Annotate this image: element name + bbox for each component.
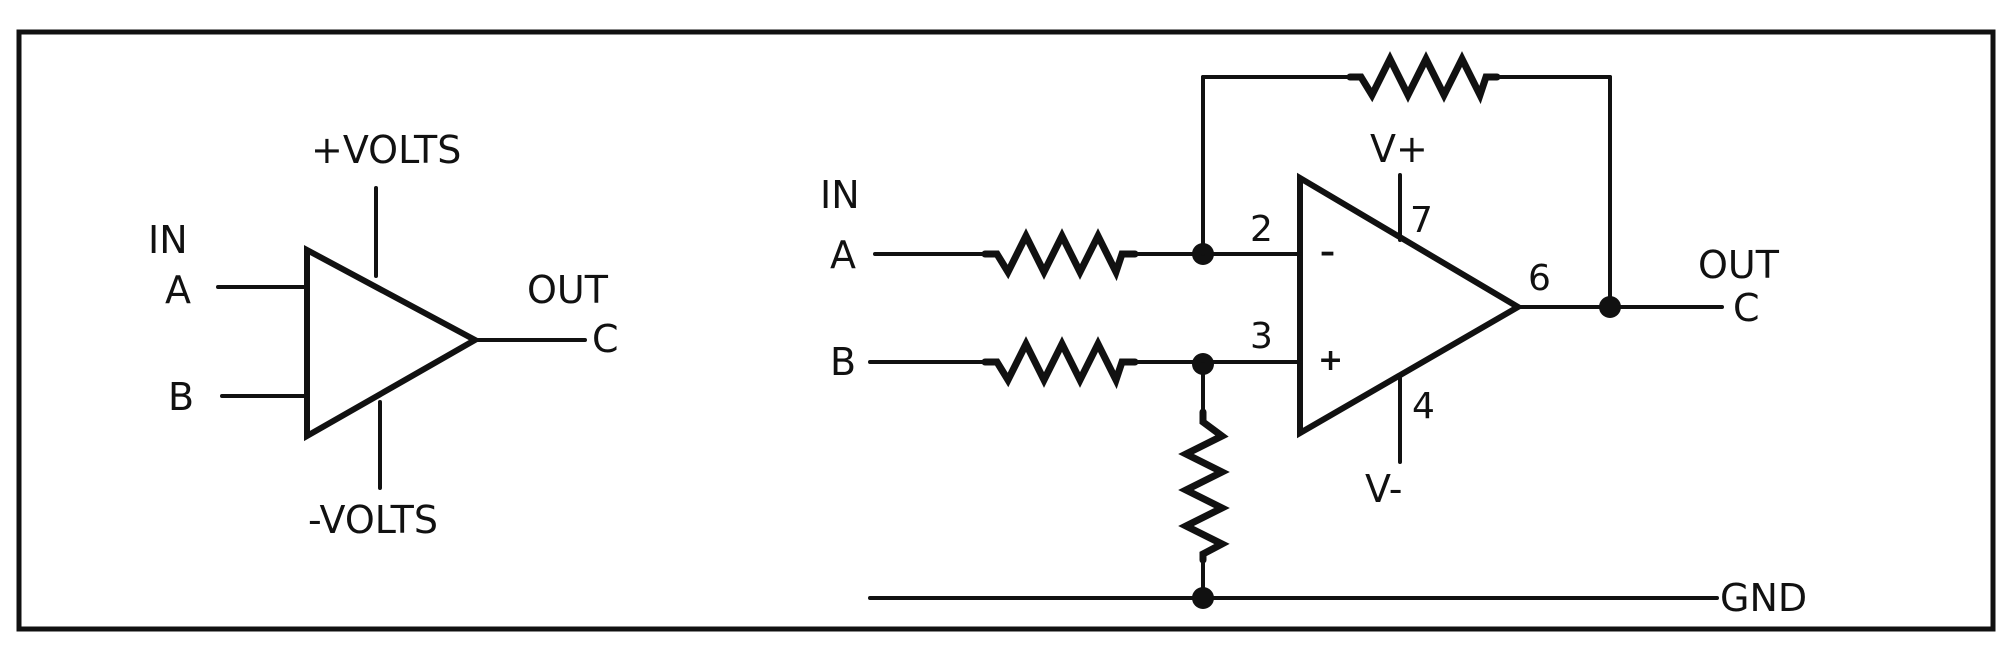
circuit-input-a-label: A	[830, 233, 856, 277]
simple-in-label: IN	[148, 218, 188, 262]
simple-pos-supply-label: +VOLTS	[311, 128, 461, 172]
vminus-label: V-	[1365, 467, 1402, 511]
output-node	[1599, 296, 1621, 318]
circuit-output-c-label: C	[1733, 286, 1760, 330]
opamp-circuit: IN A B 2 3 – + V+ 7 4 V- 6 OUT C GND	[820, 51, 1807, 620]
simple-out-label: OUT	[527, 268, 609, 312]
noninverting-sign: +	[1318, 343, 1343, 378]
simple-opamp-symbol: IN A B +VOLTS -VOLTS OUT C	[148, 128, 619, 542]
diagram-frame	[16, 29, 1996, 632]
simple-opamp-triangle	[304, 244, 482, 442]
simple-neg-supply-label: -VOLTS	[308, 498, 438, 542]
simple-input-b-label: B	[168, 375, 194, 419]
pin-vplus-label: 7	[1410, 200, 1433, 241]
inverting-sign: –	[1320, 235, 1335, 270]
pin-inverting-label: 2	[1250, 209, 1273, 250]
circuit-in-label: IN	[820, 173, 860, 217]
ground-resistor	[1178, 408, 1230, 564]
circuit-out-label: OUT	[1698, 243, 1780, 287]
pin-noninverting-label: 3	[1250, 316, 1273, 357]
pin-output-label: 6	[1528, 258, 1551, 299]
pin-vminus-label: 4	[1412, 386, 1435, 427]
simple-input-a-label: A	[165, 268, 191, 312]
input-b-resistor	[981, 336, 1139, 390]
vplus-label: V+	[1370, 127, 1428, 171]
simple-output-c-label: C	[592, 317, 619, 361]
circuit-input-b-label: B	[830, 340, 856, 384]
input-a-resistor	[981, 228, 1139, 282]
circuit-opamp-triangle	[1297, 172, 1524, 439]
feedback-resistor	[1346, 51, 1501, 105]
ground-label: GND	[1720, 576, 1807, 620]
